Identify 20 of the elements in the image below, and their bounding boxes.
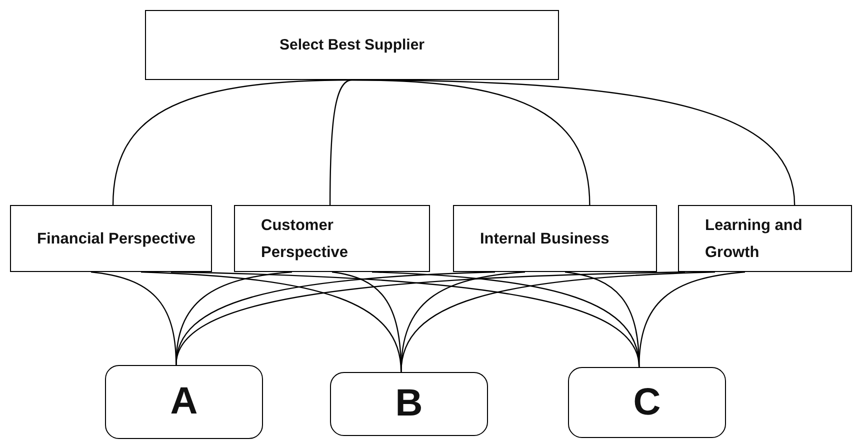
goal-label: Select Best Supplier [278, 36, 426, 54]
option-box [568, 367, 726, 438]
connector-curve [352, 79, 796, 206]
connector-curve [400, 271, 716, 372]
option-box [330, 372, 488, 436]
criterion-label: Financial Perspective [37, 229, 197, 249]
criterion-label: Internal Business [480, 229, 610, 249]
option-label: A [169, 380, 199, 424]
criterion-box [453, 205, 657, 272]
option-label: B [394, 382, 424, 426]
criterion-box [678, 205, 852, 272]
connector-curve [329, 79, 352, 205]
connector-curve [638, 271, 746, 368]
option-label: C [632, 381, 662, 424]
goal-box [145, 10, 559, 80]
criterion-label: Customer Perspective [261, 216, 350, 262]
criterion-label: Learning and Growth [705, 216, 804, 262]
criterion-box [234, 205, 430, 272]
option-box [105, 365, 263, 439]
criterion-box [10, 205, 212, 272]
